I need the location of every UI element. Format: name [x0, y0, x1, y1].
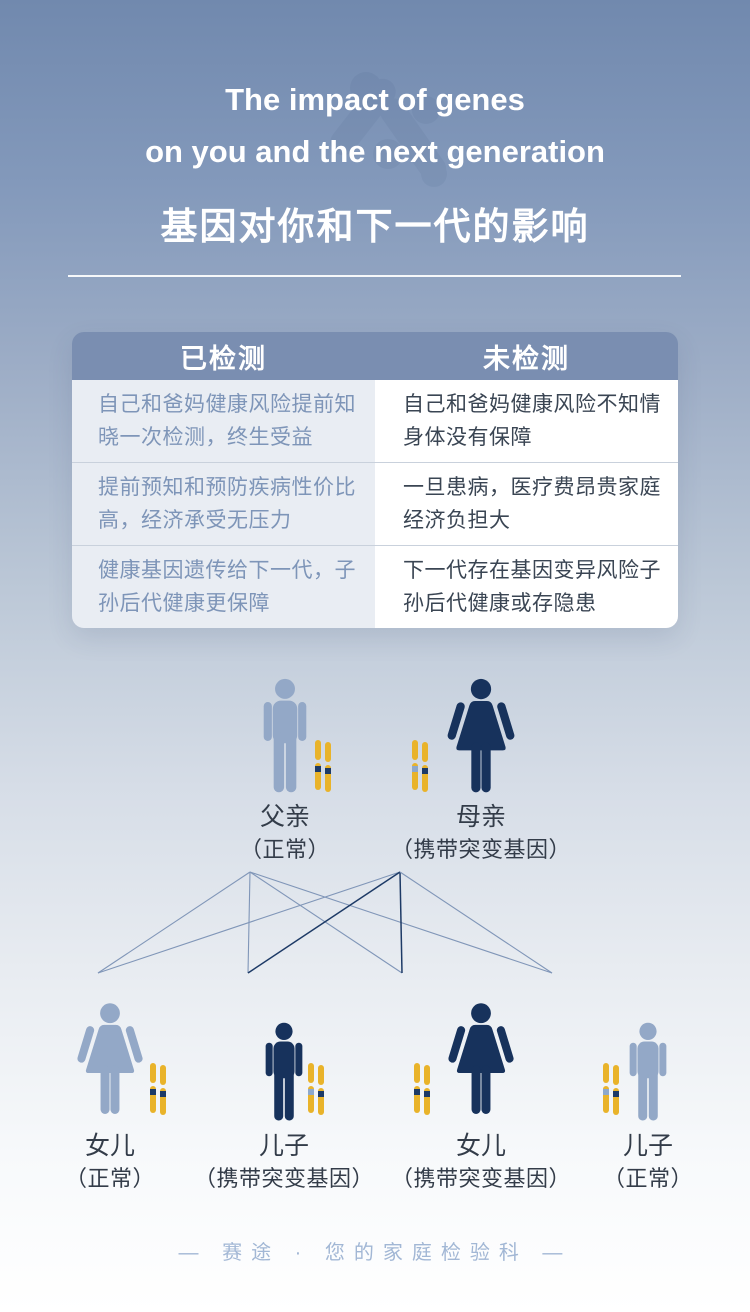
- daughter2-person-icon: [445, 1002, 517, 1118]
- son2-label: 儿子 （正常）: [603, 1129, 693, 1195]
- person-status: （携带突变基因）: [193, 1166, 375, 1191]
- cell-untested-1: 自己和爸妈健康风险不知情身体没有保障: [375, 380, 678, 462]
- son1-label: 儿子 （携带突变基因）: [194, 1129, 374, 1195]
- cell-tested-3: 健康基因遗传给下一代，子孙后代健康更保障: [72, 546, 375, 628]
- daughter2-chromosome-icon: [414, 1063, 430, 1115]
- table-row: 自己和爸妈健康风险提前知晓一次检测，终生受益 自己和爸妈健康风险不知情身体没有保…: [72, 380, 678, 462]
- page-title-zh: 基因对你和下一代的影响: [160, 206, 590, 247]
- page-title-en: The impact of genes on you and the next …: [0, 74, 750, 178]
- table-row: 提前预知和预防疾病性价比高，经济承受无压力 一旦患病，医疗费昂贵家庭经济负担大: [72, 462, 678, 545]
- person-name: 女儿: [84, 1132, 136, 1160]
- father-person-icon: [256, 678, 314, 794]
- son2-person-icon: [623, 1022, 673, 1122]
- person-name: 女儿: [455, 1132, 507, 1160]
- cell-untested-3: 下一代存在基因变异风险子孙后代健康或存隐患: [375, 546, 678, 628]
- dna-watermark-icon: [330, 72, 447, 187]
- cell-tested-1: 自己和爸妈健康风险提前知晓一次检测，终生受益: [72, 380, 375, 462]
- mother-person-icon: [444, 678, 518, 796]
- table-header-untested: 未检测: [483, 343, 570, 374]
- cell-untested-2: 一旦患病，医疗费昂贵家庭经济负担大: [375, 463, 678, 545]
- mother-label: 母亲 （携带突变基因）: [391, 800, 571, 866]
- person-status: （携带突变基因）: [390, 1166, 572, 1191]
- daughter1-chromosome-icon: [150, 1063, 166, 1115]
- person-name: 儿子: [622, 1132, 674, 1160]
- mother-chromosome-icon: [412, 740, 428, 792]
- footer-tagline: — 赛途 · 您的家庭检验科 —: [178, 1242, 572, 1264]
- table-header-tested: 已检测: [180, 343, 267, 374]
- father-chromosome-icon: [315, 740, 331, 792]
- comparison-table-header: 已检测 未检测: [72, 332, 678, 380]
- comparison-table: 已检测 未检测 自己和爸妈健康风险提前知晓一次检测，终生受益 自己和爸妈健康风险…: [72, 332, 678, 628]
- person-name: 母亲: [455, 803, 507, 831]
- cell-tested-2: 提前预知和预防疾病性价比高，经济承受无压力: [72, 463, 375, 545]
- person-name: 父亲: [259, 803, 311, 831]
- person-status: （携带突变基因）: [390, 837, 572, 862]
- daughter1-person-icon: [74, 1002, 146, 1118]
- father-label: 父亲 （正常）: [240, 800, 330, 866]
- son2-chromosome-icon: [603, 1063, 619, 1115]
- title-divider: [68, 275, 681, 277]
- son1-chromosome-icon: [308, 1063, 324, 1115]
- person-status: （正常）: [64, 1166, 156, 1191]
- daughter1-label: 女儿 （正常）: [65, 1129, 155, 1195]
- page-title-en-line2: on you and the next generation: [145, 134, 605, 169]
- daughter2-label: 女儿 （携带突变基因）: [391, 1129, 571, 1195]
- son1-person-icon: [259, 1022, 309, 1122]
- page-title-en-line1: The impact of genes: [225, 82, 525, 117]
- table-row: 健康基因遗传给下一代，子孙后代健康更保障 下一代存在基因变异风险子孙后代健康或存…: [72, 545, 678, 628]
- person-status: （正常）: [239, 837, 331, 862]
- person-name: 儿子: [258, 1132, 310, 1160]
- person-status: （正常）: [602, 1166, 694, 1191]
